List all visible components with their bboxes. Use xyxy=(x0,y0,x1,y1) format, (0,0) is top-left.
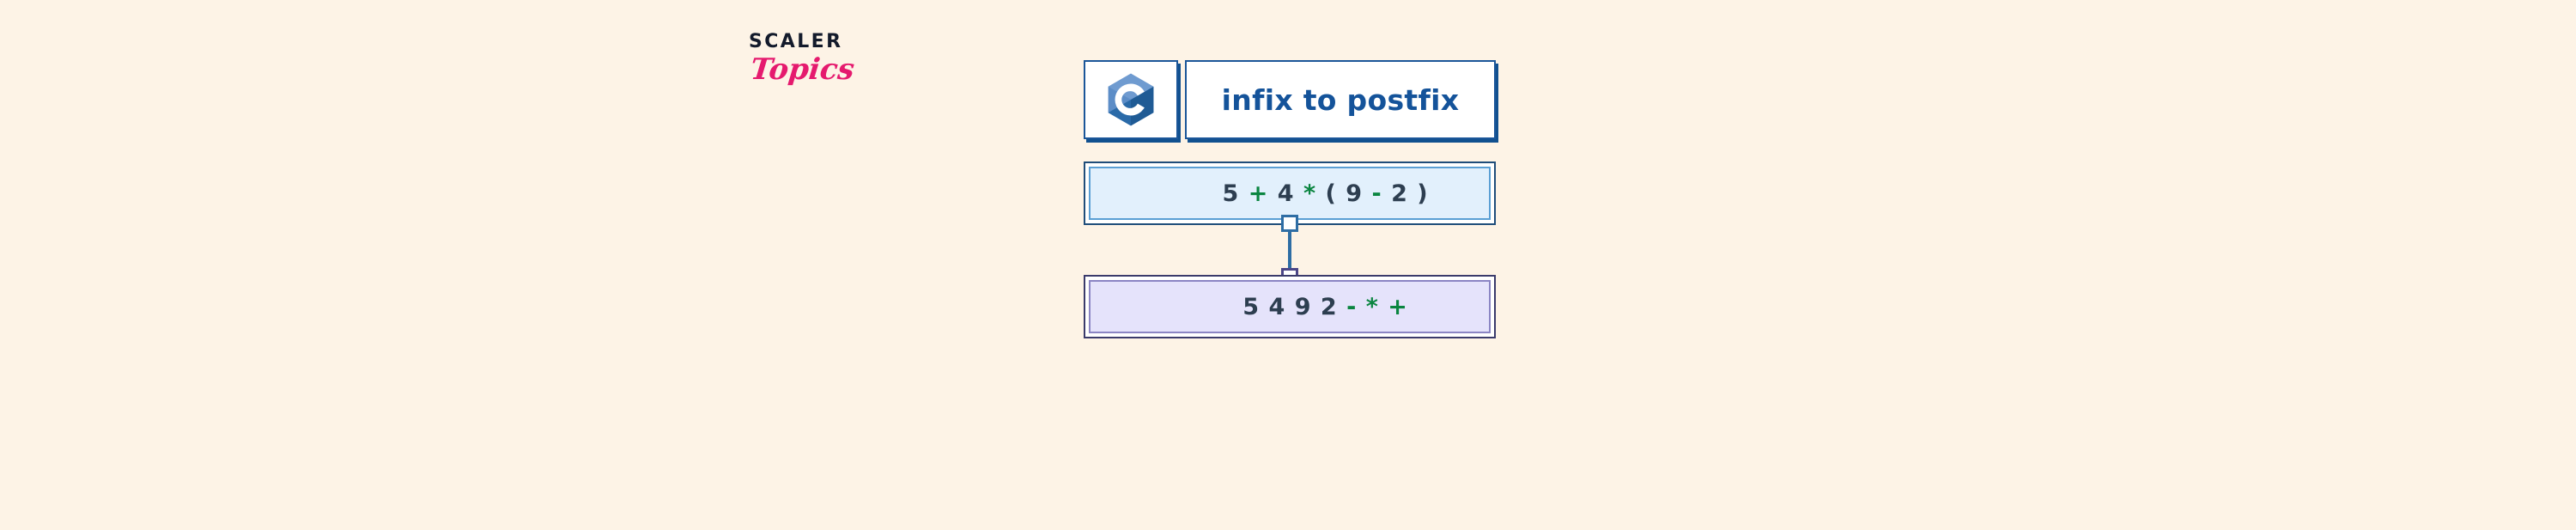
postfix-token-4: - xyxy=(1346,293,1358,320)
infix-token-2: 4 xyxy=(1277,180,1295,207)
postfix-token-0: 5 xyxy=(1242,293,1261,320)
infix-to-postfix-diagram: infix to postfix 5 + 4 * ( 9 - 2 ) 5 4 9… xyxy=(1084,60,1496,338)
postfix-token-5: * xyxy=(1365,293,1379,320)
connector-line xyxy=(1288,231,1291,269)
infix-expression-inner: 5 + 4 * ( 9 - 2 ) xyxy=(1089,167,1491,220)
infix-token-0: 5 xyxy=(1222,180,1240,207)
infix-token-5: 9 xyxy=(1346,180,1364,207)
infix-expression-text: 5 + 4 * ( 9 - 2 ) xyxy=(1151,154,1428,234)
infix-token-6: - xyxy=(1371,180,1382,207)
infix-token-1: + xyxy=(1248,180,1269,207)
postfix-expression-text: 5 4 9 2 - * + xyxy=(1171,267,1408,347)
brand-scaler-text: SCALER xyxy=(749,31,843,52)
diagram-header: infix to postfix xyxy=(1084,60,1496,139)
postfix-token-6: + xyxy=(1388,293,1408,320)
postfix-token-1: 4 xyxy=(1268,293,1286,320)
connector-handle-top[interactable] xyxy=(1281,215,1298,232)
postfix-expression-inner: 5 4 9 2 - * + xyxy=(1089,280,1491,333)
c-language-logo-icon xyxy=(1108,73,1154,126)
infix-token-4: ( xyxy=(1325,180,1337,207)
infix-token-8: ) xyxy=(1417,180,1429,207)
postfix-token-3: 2 xyxy=(1320,293,1338,320)
c-logo-chip xyxy=(1084,60,1178,139)
postfix-token-2: 9 xyxy=(1294,293,1312,320)
postfix-expression-box: 5 4 9 2 - * + xyxy=(1084,275,1496,338)
infix-token-3: * xyxy=(1303,180,1317,207)
infix-token-7: 2 xyxy=(1391,180,1408,207)
diagram-title-chip: infix to postfix xyxy=(1185,60,1496,139)
scaler-topics-logo: SCALER Topics xyxy=(749,33,903,110)
page-title: infix to postfix xyxy=(1221,82,1460,117)
brand-topics-text: Topics xyxy=(749,52,856,87)
